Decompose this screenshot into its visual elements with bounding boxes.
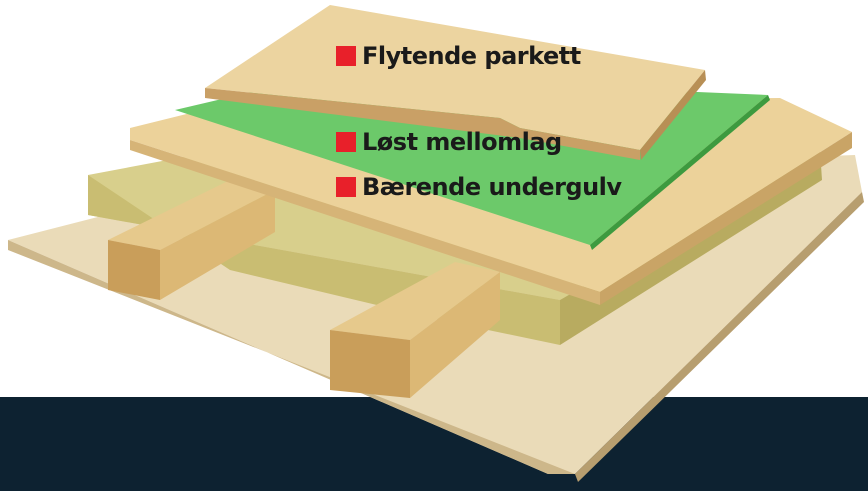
joist-right [330,262,500,398]
label-text: Løst mellomlag [362,128,562,156]
label-load-bearing-subfloor: Bærende undergulv [336,173,622,201]
label-text: Flytende parkett [362,42,581,70]
floating-parquet [205,5,706,160]
red-square-marker-icon [336,177,356,197]
label-loose-membrane: Løst mellomlag [336,128,562,156]
red-square-marker-icon [336,46,356,66]
label-floating-parquet: Flytende parkett [336,42,581,70]
red-square-marker-icon [336,132,356,152]
label-text: Bærende undergulv [362,173,622,201]
joist-left [108,180,275,300]
